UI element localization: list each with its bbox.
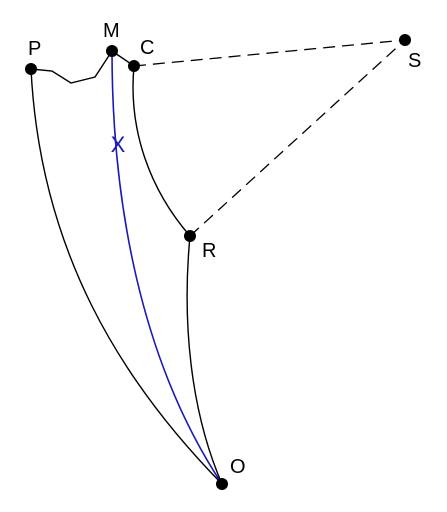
point-c xyxy=(128,60,140,72)
label-p: P xyxy=(28,38,41,60)
curve-c-r xyxy=(132,65,191,237)
x-marker: X xyxy=(111,132,126,157)
dashed-line-c-s xyxy=(133,39,406,67)
label-r: R xyxy=(202,240,216,262)
point-r xyxy=(184,230,196,242)
point-m xyxy=(106,45,118,57)
highlight-curve-m-o xyxy=(111,50,223,485)
label-o: O xyxy=(230,456,246,478)
curve-r-o xyxy=(186,235,223,485)
jagged-edge-p-m xyxy=(30,50,113,84)
label-s: S xyxy=(408,50,421,72)
dashed-line-r-s xyxy=(189,39,406,237)
point-p xyxy=(25,63,37,75)
point-o xyxy=(216,478,228,490)
label-m: M xyxy=(103,20,120,42)
curve-p-o xyxy=(30,68,223,485)
label-c: C xyxy=(140,37,154,59)
point-s xyxy=(399,34,411,46)
